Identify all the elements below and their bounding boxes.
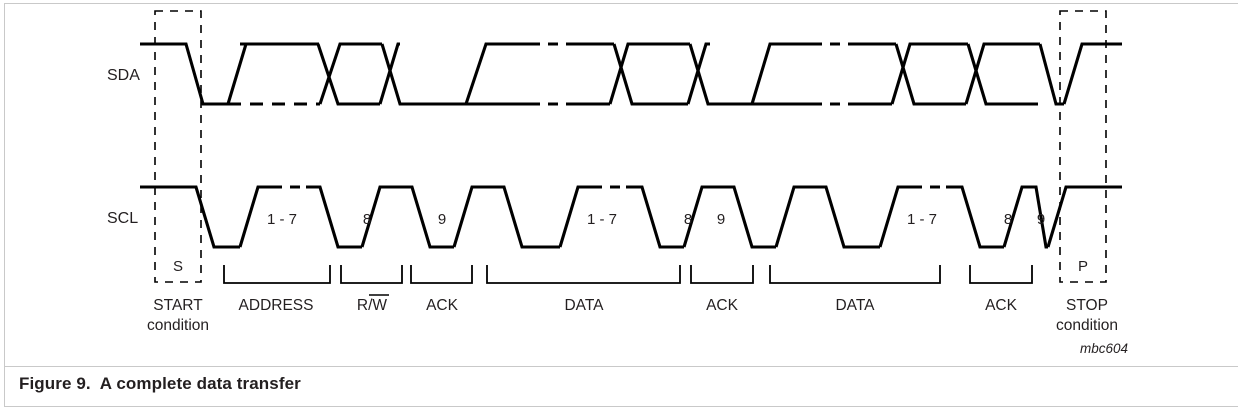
phase-label-ack2: ACK xyxy=(706,297,739,314)
sda-ack1-fall xyxy=(380,43,466,106)
clock-bit-label: 8 xyxy=(684,211,692,228)
scl-pulse-1-7-c-rise xyxy=(878,185,912,248)
bracket-ack1 xyxy=(410,265,473,284)
stop-condition-line2: condition xyxy=(1056,317,1118,334)
scl-pulse-8-c xyxy=(1002,185,1048,249)
sda-stop-rise xyxy=(1062,42,1122,105)
clock-bit-label: 9 xyxy=(1037,211,1045,228)
phase-label-rw: R/W xyxy=(357,297,388,314)
bracket-ack3 xyxy=(969,265,1033,284)
scl-pulse-1-7-c-fall xyxy=(946,185,1004,249)
stop-condition-symbol: P xyxy=(1078,258,1088,275)
bracket-address xyxy=(223,265,331,284)
scl-pulse-1-7-a-fall xyxy=(306,185,362,249)
timing-diagram-svg: SDA SCL 1 - 7 8 9 1 - 7 8 9 1 - 7 8 9 S … xyxy=(107,10,1128,356)
sda-ack1-envelope xyxy=(378,42,400,105)
start-condition-line1: START xyxy=(153,297,203,314)
scl-idle-high xyxy=(140,185,240,249)
scl-pulse-9-b xyxy=(774,185,880,249)
phase-label-ack1: ACK xyxy=(426,297,459,314)
sda-data1-cross-b2 xyxy=(688,43,752,106)
clock-bit-label: 8 xyxy=(1004,211,1012,228)
sda-label: SDA xyxy=(107,67,140,84)
bracket-ack2 xyxy=(690,265,754,284)
start-condition-line2: condition xyxy=(147,317,209,334)
sda-data2-cross-b2 xyxy=(966,43,1038,106)
scl-pulse-1-7-b-rise xyxy=(558,185,592,248)
scl-pulse-8-b xyxy=(682,185,776,249)
figure-caption-text: A complete data transfer xyxy=(99,374,301,393)
sda-data2-cross-a1 xyxy=(890,42,968,105)
figure-caption: Figure 9. A complete data transfer xyxy=(19,374,301,394)
sda-data1-cross-a2 xyxy=(612,43,688,106)
clock-bit-label: 1 - 7 xyxy=(907,211,937,228)
phase-label-address: ADDRESS xyxy=(239,297,314,314)
sda-data2-rise xyxy=(750,42,812,105)
scl-pulse-9-a xyxy=(452,185,560,249)
sda-address-rise xyxy=(226,42,318,105)
sda-address-cross-2 xyxy=(318,42,382,105)
sda-address-cross-1 xyxy=(316,43,380,106)
scl-pulse-9-c-and-stop xyxy=(1046,185,1122,248)
scl-pulse-1-7-a-rise xyxy=(238,185,272,248)
phase-label-data2: DATA xyxy=(835,297,875,314)
sda-data1-cross-a1 xyxy=(608,42,690,105)
figure-caption-label: Figure 9. xyxy=(19,374,91,393)
stop-condition-line1: STOP xyxy=(1066,297,1108,314)
sda-data1-cross-b1 xyxy=(686,42,710,105)
clock-bit-label: 1 - 7 xyxy=(267,211,297,228)
sda-ack3-fall xyxy=(1038,43,1064,106)
sda-data2-cross-b1 xyxy=(964,42,1040,105)
start-condition-symbol: S xyxy=(173,258,183,275)
sda-waveform xyxy=(140,42,1122,106)
i2c-timing-diagram: SDA SCL 1 - 7 8 9 1 - 7 8 9 1 - 7 8 9 S … xyxy=(107,10,1128,356)
scl-waveform xyxy=(140,185,1122,249)
sda-data2-cross-a2 xyxy=(894,43,966,106)
figure-caption-gap xyxy=(91,374,100,393)
scl-pulse-8-a xyxy=(360,185,454,249)
bracket-rw xyxy=(340,265,403,284)
stop-condition-box xyxy=(1059,10,1107,283)
sda-idle-and-start-fall xyxy=(140,42,228,106)
clock-bit-label: 9 xyxy=(717,211,725,228)
phase-label-ack3: ACK xyxy=(985,297,1018,314)
bracket-data2 xyxy=(769,265,941,284)
scl-label: SCL xyxy=(107,210,138,227)
clock-bit-label: 1 - 7 xyxy=(587,211,617,228)
phase-label-data1: DATA xyxy=(564,297,604,314)
figure-footnote: mbc604 xyxy=(1080,341,1128,356)
caption-divider xyxy=(5,366,1238,367)
bracket-data1 xyxy=(486,265,681,284)
start-condition-box xyxy=(154,10,202,283)
sda-data1-rise xyxy=(464,42,530,105)
clock-bit-label: 8 xyxy=(363,211,371,228)
clock-bit-label: 9 xyxy=(438,211,446,228)
scl-pulse-1-7-b-fall xyxy=(626,185,684,249)
